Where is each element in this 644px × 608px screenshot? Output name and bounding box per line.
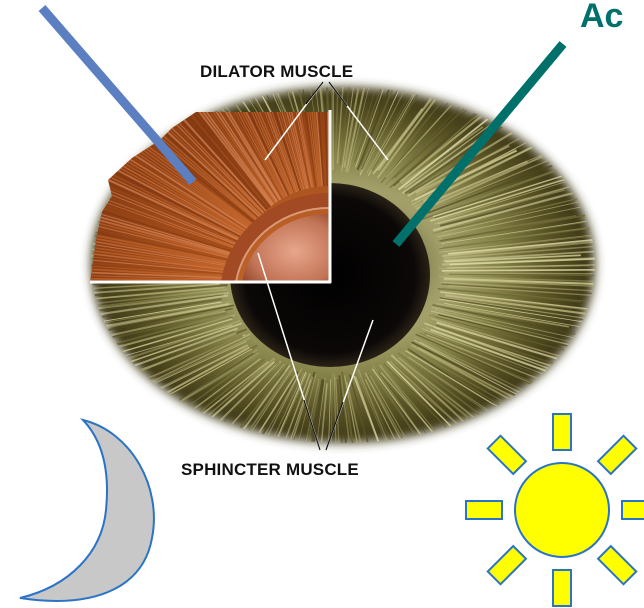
sun-icon: [466, 414, 644, 606]
sun-ray: [466, 501, 502, 519]
sphincter-muscle-label: SPHINCTER MUSCLE: [181, 460, 359, 480]
sun-ray: [598, 546, 636, 584]
sun-ray: [488, 436, 526, 474]
sun-ray: [622, 501, 644, 519]
sun-ray: [488, 546, 526, 584]
corner-heading-fragment: Ac: [580, 0, 623, 36]
crescent-moon-icon: [20, 420, 154, 601]
sun-disc: [515, 463, 609, 557]
sun-ray: [598, 436, 636, 474]
sun-ray: [553, 414, 571, 450]
iris-fiber: [445, 273, 592, 274]
sun-ray: [553, 570, 571, 606]
cutaway-section: [50, 2, 331, 283]
blue-pointer-bar: [42, 8, 193, 182]
dilator-muscle-label: DILATOR MUSCLE: [200, 62, 353, 82]
